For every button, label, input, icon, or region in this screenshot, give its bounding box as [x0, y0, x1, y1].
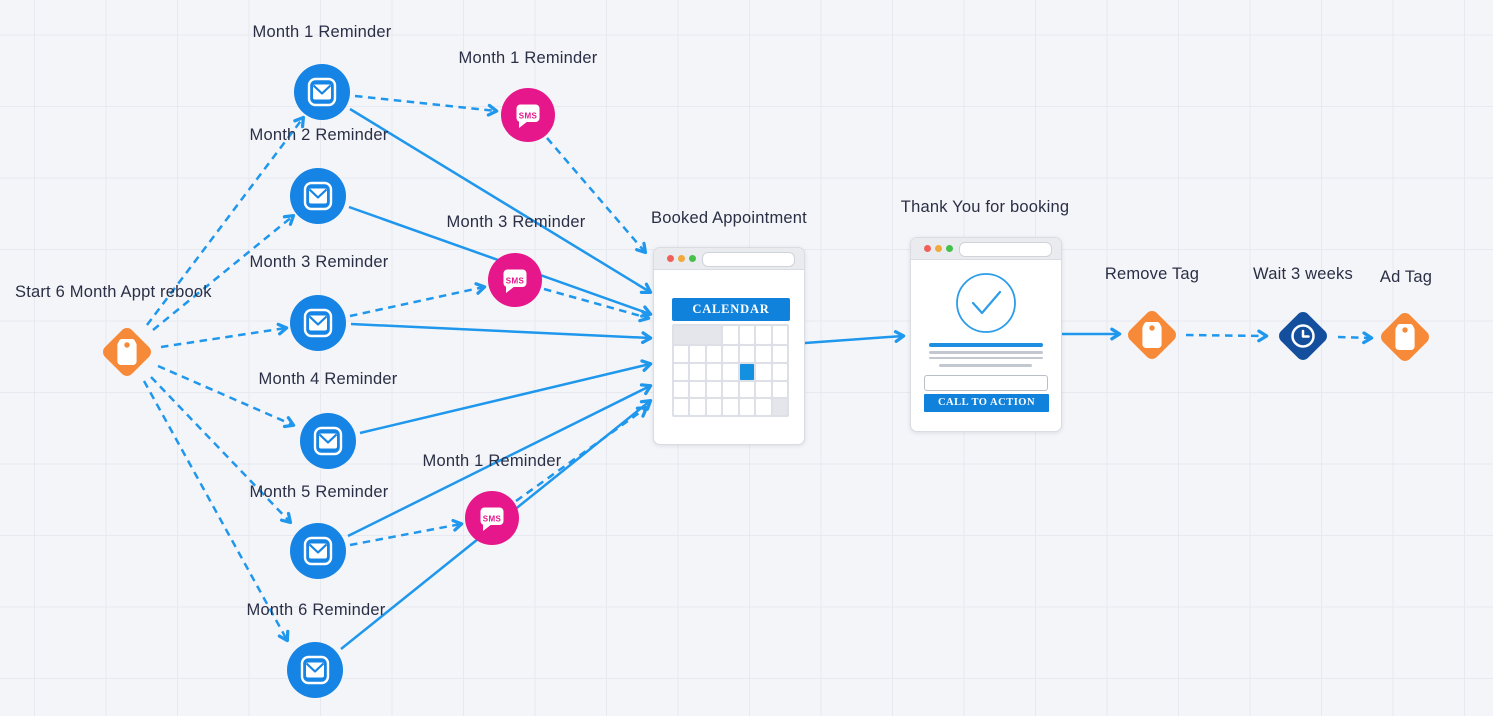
- edge-email3-sms2: [349, 282, 487, 318]
- wait-label: Wait 3 weeks: [1253, 265, 1353, 283]
- text-line: [929, 351, 1043, 354]
- email-node-month-6[interactable]: [285, 640, 345, 700]
- calendar-banner: CALENDAR: [672, 298, 790, 321]
- email-icon: [290, 523, 346, 579]
- sms-node-2[interactable]: SMS: [486, 251, 544, 309]
- email6-label: Month 6 Reminder: [246, 601, 386, 619]
- browser-titlebar: [911, 238, 1061, 260]
- email2-label: Month 2 Reminder: [249, 126, 389, 144]
- email-node-month-1[interactable]: [292, 62, 352, 122]
- edge-email5-sms3: [349, 518, 464, 547]
- email5-label: Month 5 Reminder: [249, 483, 389, 501]
- edge-start-email6: [142, 380, 290, 643]
- window-maximize-dot: [689, 255, 696, 262]
- sms1-label: Month 1 Reminder: [458, 49, 598, 67]
- sms-badge-text: SMS: [519, 112, 538, 121]
- edge-email4-booked: [359, 359, 653, 435]
- ad-tag-node[interactable]: [1365, 297, 1445, 377]
- thankyou-label: Thank You for booking: [900, 198, 1070, 216]
- email-icon: [287, 642, 343, 698]
- edge-email5-booked: [347, 383, 653, 538]
- email-node-month-3[interactable]: [288, 293, 348, 353]
- edge-sms3-booked: [515, 405, 649, 503]
- text-line-accent: [929, 343, 1043, 347]
- email-node-month-4[interactable]: [298, 411, 358, 471]
- booked-appointment-node[interactable]: CALENDAR: [653, 247, 805, 445]
- sms-node-3[interactable]: SMS: [463, 489, 521, 547]
- email3-label: Month 3 Reminder: [249, 253, 389, 271]
- sms-icon: SMS: [488, 253, 542, 307]
- email1-label: Month 1 Reminder: [252, 23, 392, 41]
- wait-node[interactable]: [1263, 296, 1343, 376]
- edge-booked-thankyou: [804, 330, 906, 345]
- email4-label: Month 4 Reminder: [258, 370, 398, 388]
- edge-sms2-booked: [543, 287, 651, 323]
- window-close-dot: [667, 255, 674, 262]
- edge-start-email4: [157, 364, 296, 429]
- email-icon: [300, 413, 356, 469]
- email-icon: [290, 168, 346, 224]
- sms3-label: Month 1 Reminder: [422, 452, 562, 470]
- browser-titlebar: [654, 248, 804, 270]
- edge-start-email3: [160, 322, 289, 349]
- window-minimize-dot: [678, 255, 685, 262]
- sms-badge-text: SMS: [506, 277, 525, 286]
- edge-email3-booked: [350, 322, 653, 345]
- sms2-label: Month 3 Reminder: [446, 213, 586, 231]
- sms-node-1[interactable]: SMS: [499, 86, 557, 144]
- text-line: [929, 356, 1043, 359]
- selected-day-cell: [739, 363, 755, 380]
- text-line: [939, 364, 1032, 367]
- calendar-grid: [672, 324, 789, 417]
- edge-start-email1: [146, 115, 306, 326]
- sms-badge-text: SMS: [483, 515, 502, 524]
- call-to-action-button: CALL TO ACTION: [924, 394, 1049, 412]
- edge-wait-adtag: [1337, 331, 1374, 345]
- tag-icon: [1381, 313, 1429, 361]
- email-node-month-5[interactable]: [288, 521, 348, 581]
- email-icon: [290, 295, 346, 351]
- start-tag-node[interactable]: [87, 312, 167, 392]
- edge-email1-booked: [349, 107, 653, 295]
- form-field-placeholder: [924, 375, 1048, 391]
- remove-tag-node[interactable]: [1112, 295, 1192, 375]
- adtag-label: Ad Tag: [1379, 268, 1433, 286]
- sms-icon: SMS: [501, 88, 555, 142]
- edge-email1-sms1: [354, 94, 499, 117]
- checkmark-icon: [955, 272, 1017, 339]
- window-minimize-dot: [935, 245, 942, 252]
- edge-start-email5: [150, 376, 293, 525]
- edge-sms1-booked: [546, 137, 648, 255]
- sms-icon: SMS: [465, 491, 519, 545]
- tag-icon: [1128, 311, 1176, 359]
- removetag-label: Remove Tag: [1104, 265, 1200, 283]
- edge-removetag-wait: [1185, 329, 1269, 343]
- start-node-label: Start 6 Month Appt rebook: [15, 283, 212, 301]
- url-bar: [702, 252, 795, 267]
- email-icon: [294, 64, 350, 120]
- window-close-dot: [924, 245, 931, 252]
- clock-icon: [1279, 312, 1327, 360]
- window-maximize-dot: [946, 245, 953, 252]
- tag-icon: [103, 328, 151, 376]
- edge-start-email2: [152, 213, 296, 331]
- url-bar: [959, 242, 1052, 257]
- thank-you-node[interactable]: CALL TO ACTION: [910, 237, 1062, 432]
- email-node-month-2[interactable]: [288, 166, 348, 226]
- booked-label: Booked Appointment: [651, 209, 807, 227]
